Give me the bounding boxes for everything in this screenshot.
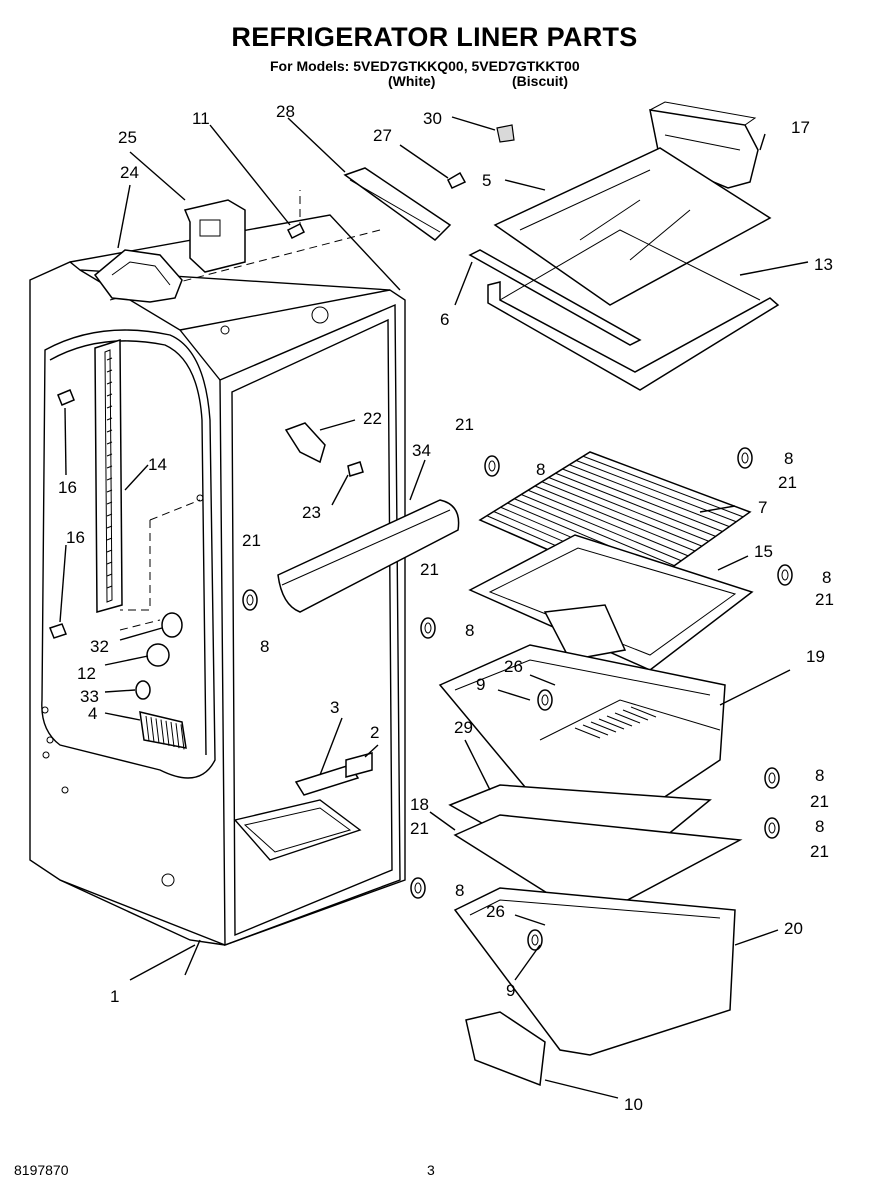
callout-22: 22 bbox=[363, 409, 382, 428]
part-screw-16b bbox=[49, 623, 67, 639]
part-screw-16a bbox=[57, 389, 75, 406]
callout-18: 18 bbox=[410, 795, 429, 814]
callout-5: 5 bbox=[482, 171, 491, 190]
hardware-knob bbox=[777, 564, 793, 586]
hardware-knob bbox=[527, 929, 543, 951]
part-screw-27 bbox=[447, 171, 467, 189]
callout-34: 34 bbox=[412, 441, 431, 460]
part-32 bbox=[161, 612, 183, 638]
callout-20: 20 bbox=[784, 919, 803, 938]
callout-26b: 26 bbox=[486, 902, 505, 921]
callout-3: 3 bbox=[330, 698, 339, 717]
part-grille-4 bbox=[139, 711, 187, 750]
part-bin-17 bbox=[649, 101, 759, 189]
hardware-knob bbox=[764, 817, 780, 839]
part-12 bbox=[146, 643, 170, 667]
callout-15: 15 bbox=[754, 542, 773, 561]
callout-9b: 9 bbox=[506, 981, 515, 1000]
footer-page-number: 3 bbox=[427, 1162, 435, 1178]
variant-biscuit: (Biscuit) bbox=[512, 73, 568, 89]
callout-8g: 8 bbox=[815, 817, 824, 836]
callout-21c: 21 bbox=[242, 531, 261, 550]
hardware-knob bbox=[420, 617, 436, 639]
callout-25: 25 bbox=[118, 128, 137, 147]
callout-21a: 21 bbox=[455, 415, 474, 434]
callout-9a: 9 bbox=[476, 675, 485, 694]
callout-24: 24 bbox=[120, 163, 139, 182]
part-3 bbox=[294, 764, 360, 796]
callout-19: 19 bbox=[806, 647, 825, 666]
models-line: For Models: 5VED7GTKKQ00, 5VED7GTKKT00 bbox=[270, 58, 580, 74]
callout-6: 6 bbox=[440, 310, 449, 329]
part-33 bbox=[135, 680, 151, 700]
callout-7: 7 bbox=[758, 498, 767, 517]
callout-26a: 26 bbox=[504, 657, 523, 676]
leader-lines bbox=[59, 116, 809, 1099]
callout-28: 28 bbox=[276, 102, 295, 121]
part-bracket-22 bbox=[284, 422, 326, 464]
part-screw-23 bbox=[347, 461, 364, 477]
callout-12: 12 bbox=[77, 664, 96, 683]
page-title: REFRIGERATOR LINER PARTS bbox=[231, 22, 638, 52]
callout-10: 10 bbox=[624, 1095, 643, 1114]
callout-21h: 21 bbox=[810, 842, 829, 861]
callout-32: 32 bbox=[90, 637, 109, 656]
callout-8d: 8 bbox=[465, 621, 474, 640]
callout-8c: 8 bbox=[260, 637, 269, 656]
part-shelf-frame-13 bbox=[487, 229, 780, 391]
callout-4: 4 bbox=[88, 704, 97, 723]
callout-labels: 1 2 3 4 5 6 7 8 8 8 8 8 8 9 9 10 11 12 1… bbox=[58, 102, 834, 1114]
callout-16b: 16 bbox=[66, 528, 85, 547]
callout-14: 14 bbox=[148, 455, 167, 474]
callout-8a: 8 bbox=[536, 460, 545, 479]
hardware-knob bbox=[737, 447, 753, 469]
shelf-ladder bbox=[94, 338, 123, 613]
callout-8e: 8 bbox=[822, 568, 831, 587]
callout-21d: 21 bbox=[420, 560, 439, 579]
callout-17: 17 bbox=[791, 118, 810, 137]
hardware-knob bbox=[484, 455, 500, 477]
part-trim-6 bbox=[468, 249, 642, 346]
callout-30: 30 bbox=[423, 109, 442, 128]
callout-8f: 8 bbox=[815, 766, 824, 785]
footer-doc-number: 8197870 bbox=[14, 1162, 69, 1178]
variant-white: (White) bbox=[388, 73, 436, 89]
part-clip-30 bbox=[496, 124, 515, 143]
part-2 bbox=[345, 752, 373, 778]
callout-2: 2 bbox=[370, 723, 379, 742]
callout-21f: 21 bbox=[810, 792, 829, 811]
part-drawer-20 bbox=[453, 887, 736, 1056]
hardware-knob bbox=[410, 877, 426, 899]
part-cover-34 bbox=[277, 499, 460, 613]
callout-33: 33 bbox=[80, 687, 99, 706]
part-housing bbox=[93, 249, 183, 303]
callout-23: 23 bbox=[302, 503, 321, 522]
part-screw-11 bbox=[286, 222, 306, 240]
callout-1: 1 bbox=[110, 987, 119, 1006]
hardware-knob bbox=[764, 767, 780, 789]
callout-21b: 21 bbox=[778, 473, 797, 492]
callout-27: 27 bbox=[373, 126, 392, 145]
callout-29: 29 bbox=[454, 718, 473, 737]
hardware-knob bbox=[537, 689, 553, 711]
part-rail-28 bbox=[343, 167, 452, 241]
callout-16a: 16 bbox=[58, 478, 77, 497]
part-label-10 bbox=[465, 1011, 546, 1087]
part-frame-15 bbox=[468, 534, 754, 671]
callout-21e: 21 bbox=[815, 590, 834, 609]
callout-8h: 8 bbox=[455, 881, 464, 900]
callout-8b: 8 bbox=[784, 449, 793, 468]
hardware-knob bbox=[242, 589, 258, 611]
callout-21g: 21 bbox=[410, 819, 429, 838]
callout-11: 11 bbox=[192, 109, 210, 128]
callout-13: 13 bbox=[814, 255, 833, 274]
part-glass-shelf-5 bbox=[493, 147, 772, 306]
